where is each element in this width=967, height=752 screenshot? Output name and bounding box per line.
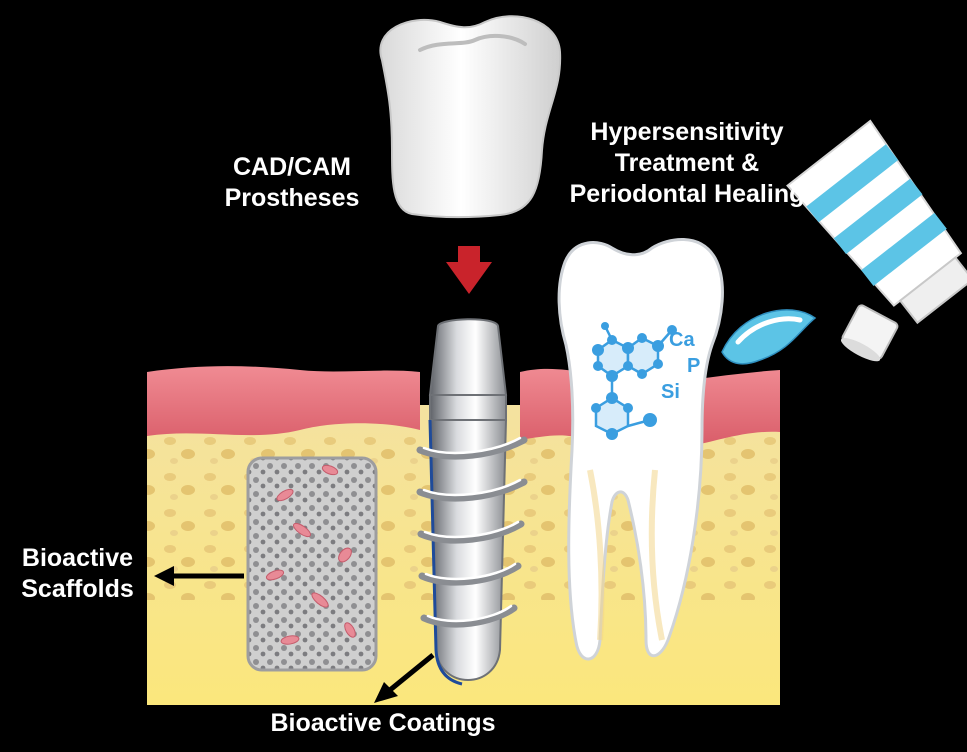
- cell-cluster: [265, 464, 356, 645]
- element-ca: Ca: [669, 329, 695, 351]
- toothpaste-tube-icon: [721, 119, 967, 365]
- toothpaste-blob: [721, 309, 817, 365]
- crown-icon: [379, 15, 562, 219]
- hypersensitivity-label-line2: Treatment &: [614, 149, 760, 177]
- toothpaste-cap: [840, 304, 899, 362]
- cadcam-label-line1: CAD/CAM: [232, 153, 352, 181]
- element-p: P: [687, 355, 700, 377]
- coatings-label: Bioactive Coatings: [248, 708, 518, 739]
- element-si: Si: [661, 381, 680, 403]
- down-arrow-icon: [446, 246, 492, 294]
- scaffolds-label-line1: Bioactive: [21, 544, 134, 572]
- scaffolds-label-line2: Scaffolds: [21, 575, 134, 603]
- implant-threads: [416, 436, 528, 628]
- gum-tissue: [147, 366, 780, 446]
- molecule-icon: [591, 322, 677, 440]
- coatings-label-text: Bioactive Coatings: [270, 709, 496, 737]
- scaffold-pointer-arrow: [154, 566, 244, 586]
- implant-icon: [416, 318, 528, 686]
- scaffolds-label: Bioactive Scaffolds: [10, 543, 145, 605]
- scaffold-icon: [246, 456, 378, 672]
- hypersensitivity-label-line1: Hypersensitivity: [590, 118, 784, 146]
- cadcam-label: CAD/CAM Prostheses: [212, 152, 372, 214]
- coating-pointer-arrow: [374, 653, 435, 703]
- hypersensitivity-label-line3: Periodontal Healing: [569, 180, 805, 208]
- cadcam-label-line2: Prostheses: [224, 184, 360, 212]
- hypersensitivity-label: Hypersensitivity Treatment & Periodontal…: [548, 117, 826, 210]
